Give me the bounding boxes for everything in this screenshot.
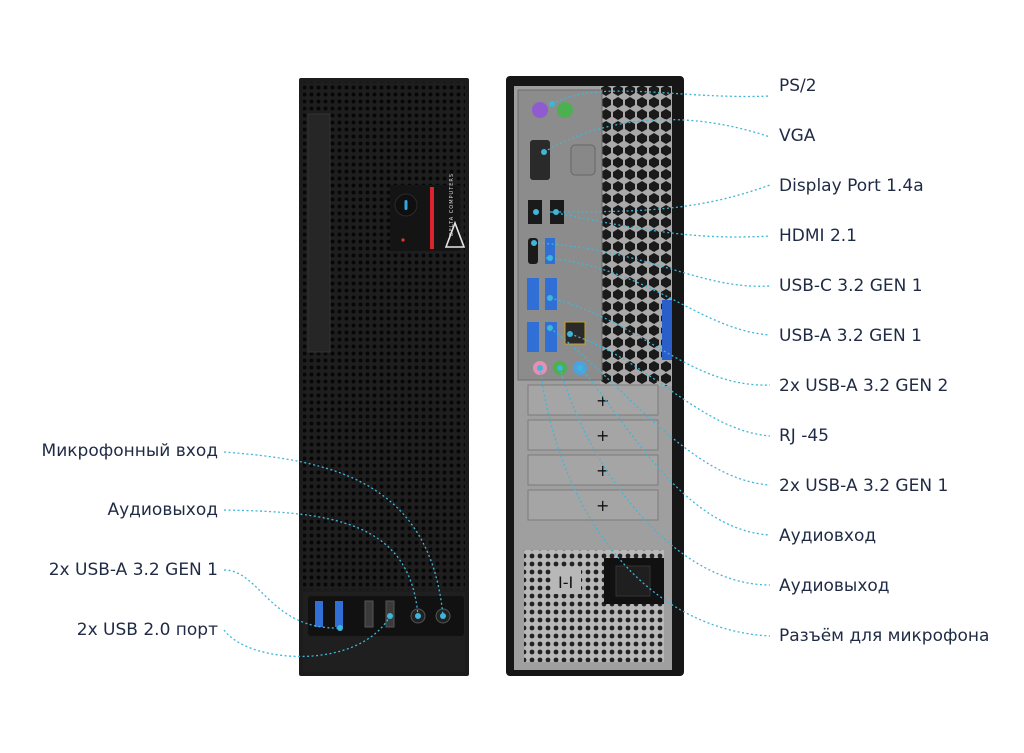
front-usb2-port <box>364 600 374 628</box>
expansion-slot-cover <box>527 454 659 486</box>
dot-hdmi <box>553 209 559 215</box>
connector-dots <box>337 101 583 631</box>
leader-mic-front <box>223 451 444 617</box>
io-blank <box>570 144 596 176</box>
brand-logo-icon <box>444 220 466 248</box>
dot-audio-out-front <box>415 613 421 619</box>
label-mic-front: Микрофонный вход <box>41 441 218 461</box>
label-rj45: RJ -45 <box>779 426 829 446</box>
ps2-keyboard-port <box>557 102 573 118</box>
front-usb-a-port <box>315 601 323 627</box>
dot-usba-gen1-rear <box>547 325 553 331</box>
power-led-icon <box>404 200 408 210</box>
leader-usb2-front <box>223 615 391 658</box>
label-audio-in: Аудиовход <box>779 526 877 546</box>
dot-usba-gen1 <box>547 255 553 261</box>
label-usb2-front: 2x USB 2.0 порт <box>76 620 218 640</box>
usb-a-gen2-port <box>527 278 539 310</box>
label-usba-gen1-2x: 2x USB-A 3.2 GEN 1 <box>779 476 949 496</box>
screw-icon: + <box>596 426 609 445</box>
dot-vga <box>541 149 547 155</box>
label-usba-gen1: USB-A 3.2 GEN 1 <box>779 326 922 346</box>
psu-switch[interactable] <box>553 568 581 594</box>
leader-mic-rear <box>539 367 771 637</box>
side-latch <box>662 300 672 360</box>
label-usba-front: 2x USB-A 3.2 GEN 1 <box>48 560 218 580</box>
brand-lettering: DELTA COMPUTERS <box>447 173 459 252</box>
power-socket-inlet <box>615 565 651 597</box>
ps2-mouse-port <box>532 102 548 118</box>
dot-mic-rear <box>537 365 543 371</box>
dot-mic-front <box>440 613 446 619</box>
dot-rj45 <box>567 331 573 337</box>
dot-ps2 <box>549 101 555 107</box>
rear-case: + + + + I-I <box>506 76 684 676</box>
usb-a-gen1-port <box>545 238 555 264</box>
leader-audio-out-front <box>223 509 419 617</box>
dot-displayport <box>533 209 539 215</box>
optical-drive-bay <box>307 113 331 353</box>
screw-icon: + <box>596 391 609 410</box>
label-mic-rear: Разъём для микрофона <box>779 626 990 646</box>
expansion-slots: + + + + <box>527 384 659 521</box>
dot-usba-gen2 <box>547 295 553 301</box>
rj45-port <box>564 321 586 345</box>
leader-audio-in <box>579 367 771 536</box>
leader-ps2 <box>551 90 771 105</box>
front-case <box>299 78 469 676</box>
leader-vga <box>543 118 771 153</box>
hdd-led <box>401 238 405 242</box>
rear-vent <box>600 86 672 386</box>
dot-audio-in <box>577 365 583 371</box>
expansion-slot-cover <box>527 384 659 416</box>
usb-a-gen1-rear-port <box>527 322 539 352</box>
usb-a-gen2-port <box>545 278 557 310</box>
label-usba-gen2-2x: 2x USB-A 3.2 GEN 2 <box>779 376 949 396</box>
dot-usbc <box>531 240 537 246</box>
screw-icon: + <box>596 496 609 515</box>
front-usb-a-port <box>335 601 343 627</box>
label-audio-out-front: Аудиовыход <box>107 500 218 520</box>
label-ps2: PS/2 <box>779 76 817 96</box>
brand-text: DELTA COMPUTERS <box>449 172 455 236</box>
leader-lines <box>223 90 771 658</box>
label-hdmi: HDMI 2.1 <box>779 226 857 246</box>
dot-audio-out-rear <box>557 365 563 371</box>
leader-hdmi <box>551 211 771 238</box>
dot-usb2-front <box>387 613 393 619</box>
label-usbc: USB-C 3.2 GEN 1 <box>779 276 923 296</box>
dot-usba-front <box>337 625 343 631</box>
label-displayport: Display Port 1.4a <box>779 176 924 196</box>
label-audio-out-rear: Аудиовыход <box>779 576 890 596</box>
red-accent-stripe <box>430 187 434 249</box>
leader-usba-front <box>223 569 341 629</box>
expansion-slot-cover <box>527 419 659 451</box>
leader-usba-gen1-rear <box>549 327 771 486</box>
vga-port <box>530 140 550 180</box>
label-vga: VGA <box>779 126 816 146</box>
screw-icon: + <box>596 461 609 480</box>
leader-audio-out-rear <box>559 367 771 586</box>
leader-usba-gen1 <box>545 257 771 336</box>
expansion-slot-cover <box>527 489 659 521</box>
psu-switch-icon: I-I <box>558 573 573 592</box>
